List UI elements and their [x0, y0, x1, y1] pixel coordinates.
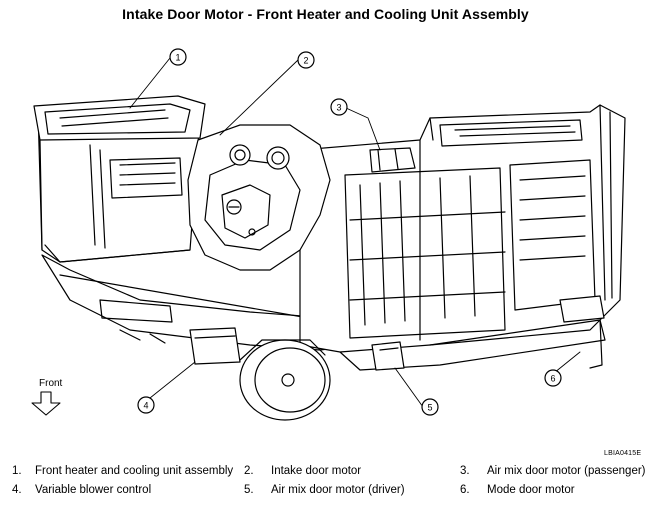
- svg-text:3: 3: [336, 103, 341, 113]
- callout-6: 6: [544, 369, 562, 387]
- blower-housing: [33, 95, 206, 263]
- legend-label-3: Air mix door motor (passenger): [487, 465, 646, 477]
- front-label: Front: [39, 378, 63, 389]
- leader-lines: [129, 57, 581, 408]
- figure-code: LBIA0415E: [604, 450, 642, 457]
- air-mix-motor-passenger: [369, 147, 416, 173]
- legend-label-1: Front heater and cooling unit assembly: [35, 465, 234, 477]
- legend-num-6: 6.: [460, 484, 470, 496]
- variable-blower-control: [189, 327, 241, 365]
- heater-cooling-case: [299, 104, 626, 371]
- callout-5: 5: [421, 398, 439, 416]
- svg-text:6: 6: [550, 374, 555, 384]
- legend-label-5: Air mix door motor (driver): [271, 484, 405, 496]
- callout-4: 4: [137, 396, 155, 414]
- legend: 1. Front heater and cooling unit assembl…: [0, 462, 651, 502]
- svg-text:2: 2: [303, 56, 308, 66]
- blower-wheel: [239, 339, 331, 421]
- svg-text:4: 4: [143, 401, 148, 411]
- mode-door-motor: [559, 295, 605, 323]
- legend-label-6: Mode door motor: [487, 484, 575, 496]
- page-title: Intake Door Motor - Front Heater and Coo…: [122, 6, 529, 22]
- callout-2: 2: [297, 51, 315, 69]
- air-mix-motor-driver: [371, 341, 405, 371]
- svg-text:1: 1: [175, 53, 180, 63]
- legend-num-1: 1.: [12, 465, 22, 477]
- callout-1: 1: [169, 48, 187, 66]
- front-arrow-icon: [31, 391, 61, 416]
- svg-text:5: 5: [427, 403, 432, 413]
- callout-3: 3: [330, 98, 348, 116]
- legend-label-2: Intake door motor: [271, 465, 362, 477]
- legend-num-3: 3.: [460, 465, 470, 477]
- legend-num-4: 4.: [12, 484, 22, 496]
- intake-door-motor: [187, 124, 331, 271]
- legend-num-5: 5.: [244, 484, 254, 496]
- legend-num-2: 2.: [244, 465, 254, 477]
- legend-label-4: Variable blower control: [35, 484, 152, 496]
